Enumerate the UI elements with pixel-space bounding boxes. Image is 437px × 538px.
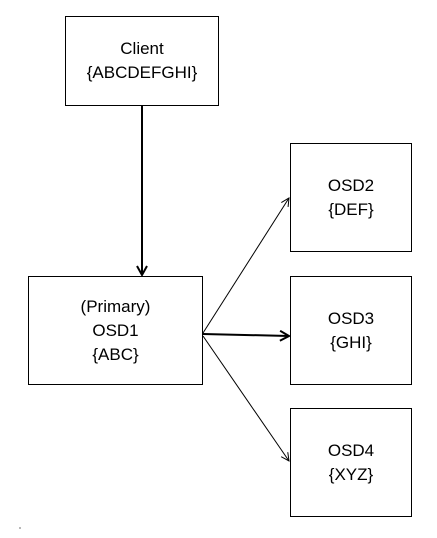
client-title: Client <box>120 39 164 58</box>
osd2-data: {DEF} <box>328 199 374 219</box>
edge-primary-to-osd4 <box>202 335 289 461</box>
client-data: {ABCDEFGHI} <box>86 63 198 82</box>
osd4-name: OSD4 <box>327 440 375 460</box>
osd3-data: {GHI} <box>330 332 372 352</box>
primary-data: {ABC} <box>92 344 139 364</box>
osd2-name: OSD2 <box>327 175 375 195</box>
primary-osd1-node: (Primary) OSD1 {ABC} <box>28 276 203 385</box>
primary-role-label: (Primary) <box>80 296 151 316</box>
edge-primary-to-osd2 <box>202 198 289 334</box>
stray-dot <box>19 527 21 529</box>
osd3-name: OSD3 <box>327 308 375 328</box>
client-node: Client {ABCDEFGHI} <box>65 16 219 106</box>
osd3-node: OSD3 {GHI} <box>290 276 412 385</box>
osd2-node: OSD2 {DEF} <box>290 143 412 252</box>
osd4-node: OSD4 {XYZ} <box>290 408 412 517</box>
primary-osd-name: OSD1 <box>92 320 139 340</box>
osd4-data: {XYZ} <box>328 464 374 484</box>
edge-primary-to-osd3 <box>202 334 289 336</box>
